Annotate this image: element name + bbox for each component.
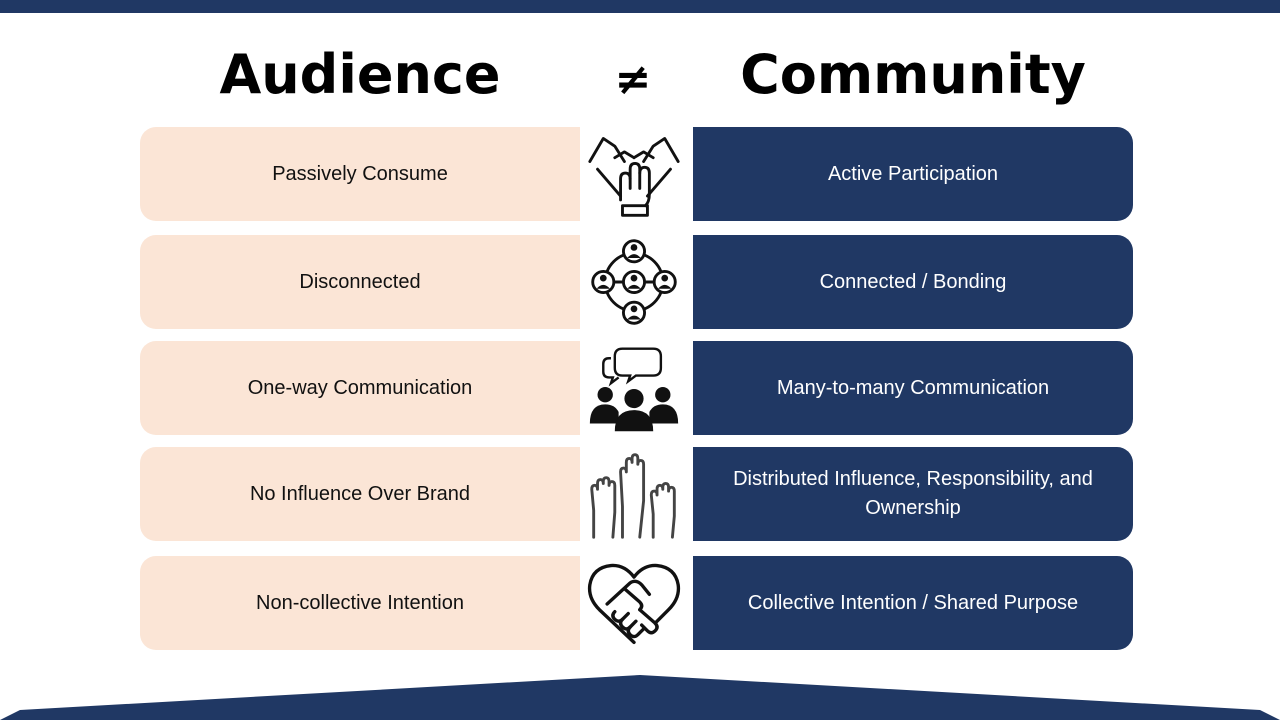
top-accent-bar xyxy=(0,0,1280,13)
audience-heading: Audience xyxy=(219,43,501,106)
community-trait: Distributed Influence, Responsibility, a… xyxy=(693,447,1133,541)
bottom-decorative-shape xyxy=(0,675,1280,720)
comparison-row: Disconnected Connected / Bonding xyxy=(0,235,1280,329)
heart-handshake-icon xyxy=(584,558,684,648)
community-trait: Collective Intention / Shared Purpose xyxy=(693,556,1133,650)
audience-trait: One-way Communication xyxy=(140,341,580,435)
people-network-icon xyxy=(584,237,684,327)
audience-trait: No Influence Over Brand xyxy=(140,447,580,541)
community-trait: Connected / Bonding xyxy=(693,235,1133,329)
audience-trait: Passively Consume xyxy=(140,127,580,221)
comparison-row: Non-collective Intention Collective Inte… xyxy=(0,556,1280,650)
community-trait: Active Participation xyxy=(693,127,1133,221)
comparison-row: No Influence Over Brand Distributed Infl… xyxy=(0,447,1280,541)
comparison-row: One-way Communication Many-to-many Commu… xyxy=(0,341,1280,435)
audience-trait: Disconnected xyxy=(140,235,580,329)
raised-hands-icon xyxy=(584,449,684,539)
hands-together-icon xyxy=(584,129,684,219)
group-chat-icon xyxy=(584,343,684,433)
not-equal-symbol: ≠ xyxy=(614,54,652,105)
community-trait: Many-to-many Communication xyxy=(693,341,1133,435)
community-heading: Community xyxy=(740,43,1086,106)
audience-trait: Non-collective Intention xyxy=(140,556,580,650)
comparison-row: Passively Consume Active Participation xyxy=(0,127,1280,221)
